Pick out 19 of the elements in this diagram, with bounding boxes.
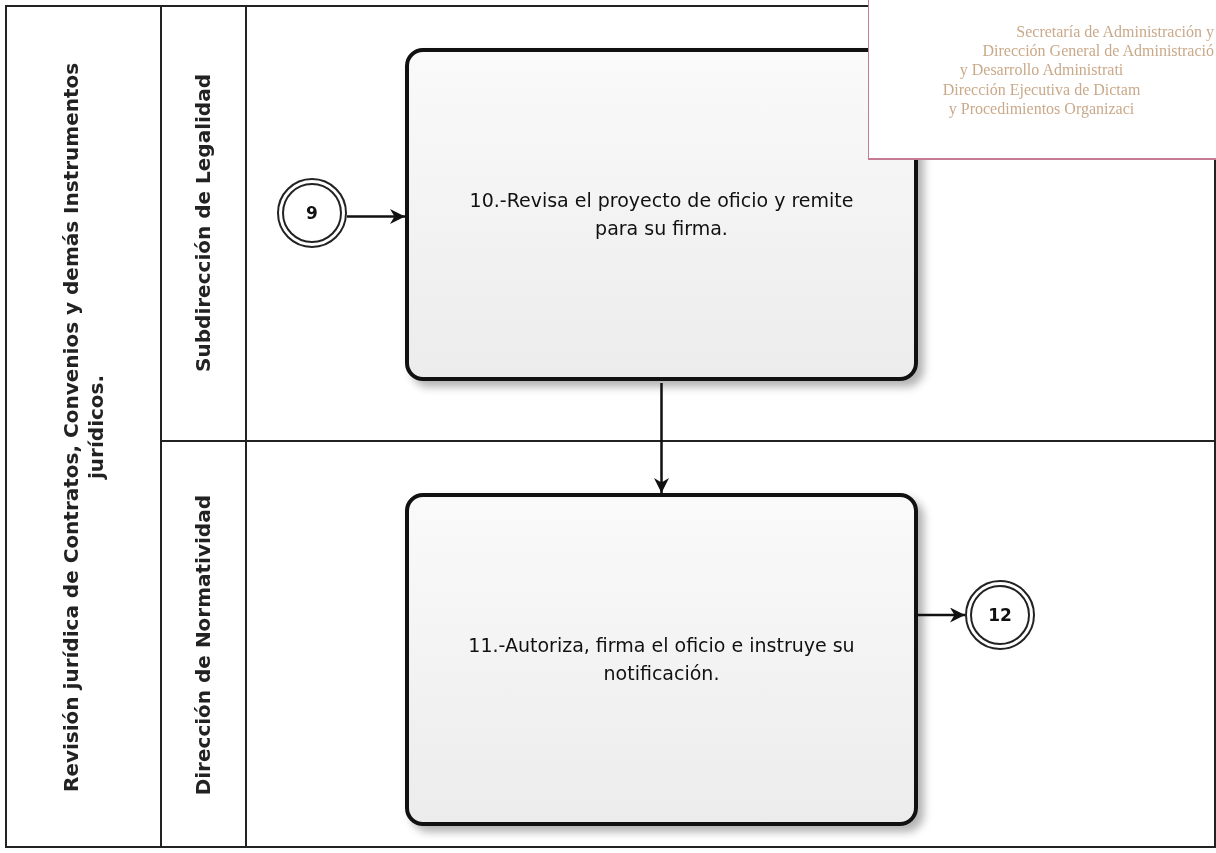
stamp-text: Secretaría de Administración y [1016, 22, 1214, 42]
stamp-text: Dirección General de Administració [982, 41, 1214, 61]
task-text: 10.-Revisa el proyecto de oficio y remite para su firma. [468, 187, 855, 241]
task-box [405, 48, 918, 381]
pool-frame [5, 5, 1216, 848]
arrow [918, 607, 965, 623]
lane-title: Dirección de Normatividad [191, 494, 216, 796]
stamp-text: y Procedimientos Organizaci [948, 99, 1135, 118]
stamp-text: y Desarrollo Administrati [959, 60, 1124, 80]
connector-number: 12 [988, 605, 1012, 625]
task-box [405, 493, 918, 826]
stamp-text: Dirección Ejecutiva de Dictam [942, 79, 1141, 99]
connector-number: 9 [306, 203, 318, 223]
arrow [347, 209, 405, 224]
lane-title: Subdirección de Legalidad [191, 73, 216, 372]
arrow [654, 383, 669, 493]
swimlane [160, 440, 1216, 848]
task-text: 11.-Autoriza, firma el oficio e instruye su notificación. [467, 632, 856, 686]
pool-title: Revisión jurídica de Contratos, Convenios y demás Instrumentos jurídicos. [58, 60, 109, 794]
